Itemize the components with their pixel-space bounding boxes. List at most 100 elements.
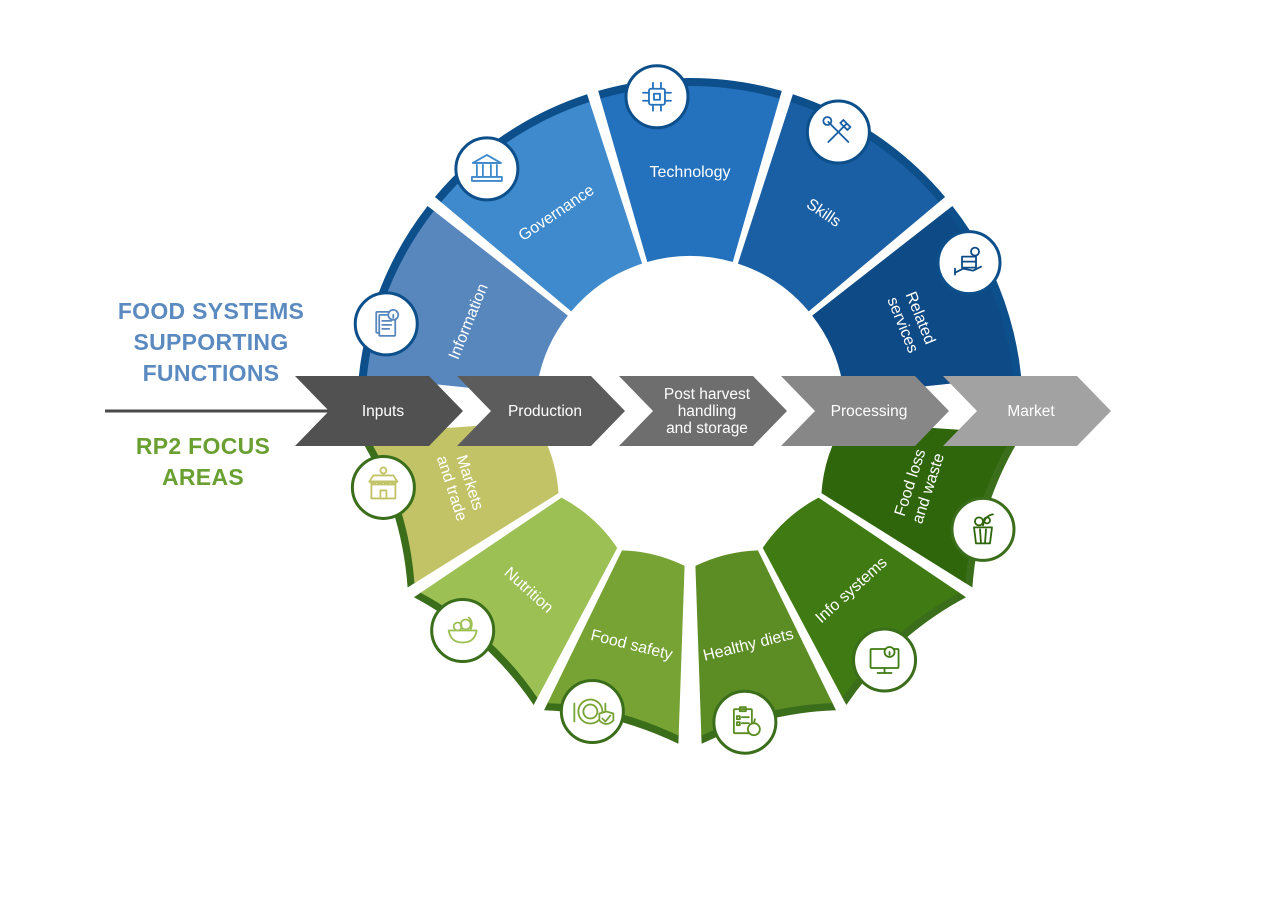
chevron-shape	[619, 376, 787, 446]
chevron-label-line: handling	[678, 403, 737, 420]
microchip-icon	[624, 64, 690, 130]
outer-ring-arc	[413, 591, 539, 706]
chevron-label: Inputs	[362, 403, 404, 420]
outer-ring-arc	[841, 591, 967, 706]
segment-tools: Skills	[737, 94, 946, 312]
icon-badge-inner	[435, 603, 490, 658]
icon-badge-inner	[857, 633, 912, 688]
chevron-label-line: Inputs	[362, 403, 404, 420]
icon-badge-inner	[565, 684, 620, 739]
segment-wedge	[695, 550, 833, 736]
icon-badge-inner	[629, 69, 684, 124]
icon-badge	[624, 64, 690, 130]
icon-badge-inner	[942, 235, 997, 290]
icon-badge	[712, 689, 778, 755]
microchip-icon-glyph	[642, 81, 672, 112]
chevron-label-line: Production	[508, 403, 582, 420]
segment-waste-bin: Food lossand waste	[821, 421, 1023, 588]
value-chain-step: Inputs	[295, 376, 463, 446]
icon-badge	[559, 679, 625, 745]
checklist-apple-icon	[712, 689, 778, 755]
chevron-label-line: and storage	[666, 420, 748, 437]
label-line: Technology	[650, 164, 731, 181]
outer-ring-arc	[357, 433, 417, 588]
outer-ring-arc	[701, 701, 836, 744]
chevron-label-line: Market	[1007, 403, 1055, 420]
government-building-icon-glyph	[470, 154, 503, 182]
waste-bin-icon-glyph	[973, 513, 994, 545]
segment-checklist-apple: Healthy diets	[695, 550, 836, 755]
monitor-info-icon-glyph	[869, 646, 900, 674]
icon-badge-inner	[356, 460, 411, 515]
segment-document-info: Information	[353, 205, 568, 395]
segment-plate-shield: Food safety	[544, 550, 685, 745]
segment-wedge	[600, 86, 780, 263]
outer-ring-arc	[963, 433, 1023, 588]
segment-wedge	[737, 101, 939, 312]
icon-badge-inner	[717, 695, 772, 750]
chevron-label: Processing	[831, 403, 908, 420]
icon-badge	[936, 230, 1002, 296]
segment-wedge	[365, 421, 559, 584]
icon-badge	[852, 627, 918, 693]
market-stall-icon	[350, 454, 416, 520]
chevron-shape	[295, 376, 463, 446]
heading-line: SUPPORTING	[133, 329, 289, 355]
segment-label: Technology	[650, 164, 731, 181]
salad-bowl-icon-glyph	[447, 616, 478, 644]
icon-badge-inner	[955, 502, 1010, 557]
value-chain-step: Production	[457, 376, 625, 446]
icon-badge	[454, 136, 520, 202]
outer-ring-arc	[358, 205, 436, 378]
segment-market-stall: Marketsand trade	[350, 421, 559, 588]
tools-icon-glyph	[822, 116, 852, 143]
icon-badge-inner	[359, 296, 414, 351]
icon-badge	[350, 454, 416, 520]
segment-salad-bowl: Nutrition	[413, 497, 618, 706]
focus-areas-heading: RP2 FOCUS AREAS	[108, 431, 298, 493]
chevron-label-line: Post harvest	[664, 386, 751, 403]
monitor-info-icon	[852, 627, 918, 693]
market-stall-icon-glyph	[368, 466, 399, 500]
chevron-label: Production	[508, 403, 582, 420]
hand-box-service-icon	[936, 230, 1002, 296]
government-building-icon	[454, 136, 520, 202]
segment-government-building: Governance	[434, 94, 643, 312]
segment-wedge	[366, 210, 568, 395]
value-chain-step: Market	[943, 376, 1111, 446]
segment-wedge	[420, 497, 618, 698]
hand-box-service-icon-glyph	[954, 246, 982, 276]
heading-line: FUNCTIONS	[142, 360, 280, 386]
segment-hand-box-service: Relatedservices	[812, 205, 1022, 395]
icon-badge-inner	[811, 104, 866, 159]
value-chain-step: Processing	[781, 376, 949, 446]
waste-bin-icon	[950, 496, 1016, 562]
supporting-functions-heading: FOOD SYSTEMS SUPPORTING FUNCTIONS	[96, 296, 326, 389]
outer-ring-arc	[944, 205, 1022, 378]
document-info-icon	[353, 291, 419, 357]
segment-wedge	[762, 497, 960, 698]
icon-badge-inner	[459, 141, 514, 196]
segment-monitor-info: Info systems	[762, 497, 967, 706]
salad-bowl-icon	[430, 598, 496, 664]
heading-line: FOOD SYSTEMS	[117, 298, 305, 324]
icon-badge	[950, 496, 1016, 562]
segment-microchip: Technology	[598, 64, 782, 263]
chevron-shape	[943, 376, 1111, 446]
document-info-icon-glyph	[375, 308, 400, 337]
plate-shield-icon-glyph	[573, 698, 615, 725]
heading-line: AREAS	[161, 464, 244, 490]
chevron-shape	[781, 376, 949, 446]
checklist-apple-icon-glyph	[732, 706, 761, 737]
tools-icon	[805, 99, 871, 165]
plate-shield-icon	[559, 679, 625, 745]
chevron-label-line: Processing	[831, 403, 908, 420]
chevron-label: Market	[1007, 403, 1055, 420]
heading-line: RP2 FOCUS	[135, 433, 271, 459]
